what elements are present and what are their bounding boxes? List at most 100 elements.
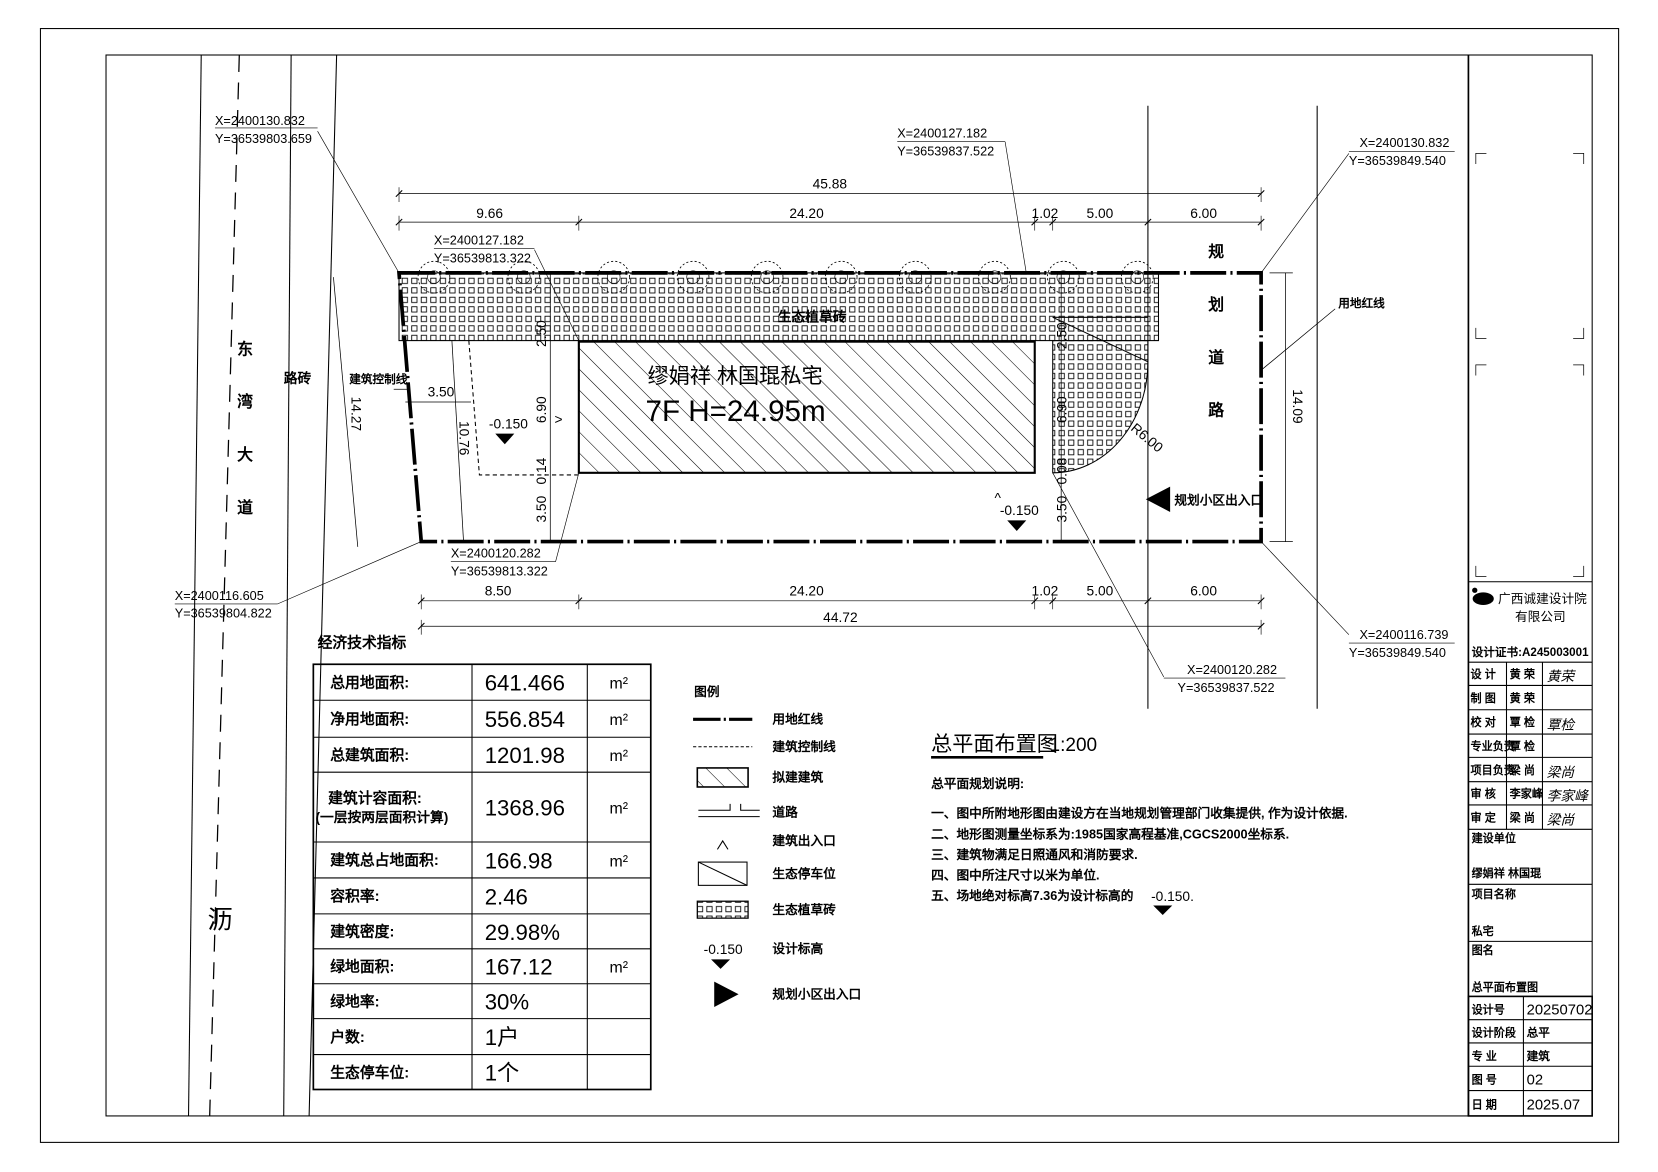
tree-icon	[1121, 260, 1154, 294]
indicator-value: 2.46	[485, 884, 528, 909]
dim-v: 6.90	[534, 396, 549, 423]
signature-name: 覃 检	[1510, 739, 1536, 753]
coordinate-x: X=2400120.282	[451, 546, 541, 560]
dim-bottom-seg: 6.00	[1190, 584, 1217, 599]
entrance-mark-left: >	[555, 412, 563, 427]
elevation-right: -0.150	[1000, 503, 1039, 518]
road-name-char: 路	[1208, 401, 1224, 420]
indicator-value: 1368.96	[485, 796, 565, 821]
dim-bottom-seg: 8.50	[485, 584, 512, 599]
indicator-label: 建筑密度:	[330, 923, 394, 941]
elevation-marker-icon	[1007, 520, 1027, 531]
dim-v: 0.08	[1054, 457, 1069, 484]
tree-icon	[597, 260, 631, 294]
tree-icon	[507, 260, 541, 294]
coordinate-x: X=2400127.182	[897, 127, 987, 141]
coordinate-y: Y=36539804.822	[175, 607, 272, 621]
indicator-value: 166.98	[485, 848, 553, 873]
field-label: 专 业	[1472, 1049, 1497, 1063]
tree-row	[417, 260, 1154, 294]
project-label: 项目名称	[1472, 887, 1516, 901]
road-side-label: 路砖	[284, 370, 312, 386]
dim-bottom-seg: 1.02	[1032, 584, 1059, 599]
road-name-char: 大	[237, 445, 253, 464]
title-field: 设计阶段总平	[1472, 1026, 1551, 1040]
indicator-value: 556.854	[485, 707, 565, 732]
indicator-unit: m²	[610, 853, 628, 870]
handwritten-signature: 李家峰	[1547, 789, 1590, 804]
parking-icon	[697, 861, 748, 886]
dim-bottom-seg: 5.00	[1087, 584, 1114, 599]
signature-row: 审 定梁 尚梁尚	[1471, 810, 1576, 827]
coordinate-x: X=2400116.605	[175, 589, 264, 603]
leader-line	[555, 472, 580, 562]
dim-bottom-total: 44.72	[823, 610, 857, 625]
road-surface-label: 沥	[208, 907, 233, 935]
elevation-left: -0.150	[489, 416, 528, 431]
handwritten-signature: 梁尚	[1547, 813, 1576, 828]
table-row: 绿地率:30%	[330, 990, 529, 1015]
leader-line	[1052, 472, 1165, 678]
dim-top-total: 45.88	[813, 176, 848, 191]
redline-label: 用地红线	[1338, 296, 1385, 310]
coordinate-y: Y=36539849.540	[1349, 646, 1446, 660]
legend-label: 建筑控制线	[772, 739, 836, 754]
legend-label: 规划小区出入口	[772, 987, 861, 1002]
handwritten-signature: 覃检	[1547, 717, 1577, 732]
table-border	[312, 663, 652, 1091]
legend-item: 建筑出入口	[716, 833, 836, 850]
legend-title: 图例	[694, 684, 719, 699]
leader-line	[1004, 141, 1027, 273]
project-value: 私宅	[1471, 924, 1494, 938]
drawing-title: 总平面布置图	[931, 732, 1058, 756]
signature-name: 黄 荣	[1510, 667, 1536, 681]
dimension-lines	[333, 187, 1293, 635]
signature-role: 审 定	[1471, 810, 1497, 824]
outer-border	[39, 28, 1620, 1143]
field-value: 2025.07	[1527, 1098, 1581, 1114]
legend-item: 规划小区出入口	[714, 981, 861, 1007]
handwritten-signature: 梁尚	[1547, 765, 1576, 780]
dim-top-seg: 6.00	[1190, 206, 1217, 221]
tree-icon	[676, 260, 710, 294]
legend-label: 拟建建筑	[772, 770, 823, 785]
legend-item: 生态植草砖	[696, 900, 836, 919]
dim-v: 3.50	[1054, 495, 1069, 522]
signature-role: 项目负责	[1471, 763, 1515, 777]
drawing-scale: 1:200	[1050, 735, 1098, 756]
leader-line	[1260, 153, 1350, 274]
field-label: 图 号	[1472, 1074, 1497, 1087]
radius-label: R6.00	[1128, 420, 1166, 455]
signature-name: 覃 检	[1510, 715, 1536, 729]
coordinate-y: Y=36539813.322	[434, 251, 531, 265]
coordinate-x: X=2400116.739	[1359, 628, 1448, 642]
indicator-value: 1个	[485, 1061, 520, 1086]
legend-item: 拟建建筑	[696, 767, 823, 788]
dim-right-total: 14.09	[1290, 389, 1305, 423]
grass-brick-label: 生态植草砖	[778, 309, 847, 325]
client-value: 缪娟祥 林国琨	[1472, 866, 1542, 880]
signature-role: 校 对	[1471, 715, 1496, 729]
site-redline	[397, 271, 1263, 544]
tree-icon	[1047, 260, 1080, 294]
legend-label: 用地红线	[771, 712, 823, 727]
proposed-building	[577, 340, 1036, 474]
coordinate-y: Y=36539849.540	[1349, 154, 1446, 168]
field-value: 20250702	[1527, 1002, 1593, 1018]
indicator-value: 1201.98	[485, 743, 565, 768]
tree-icon	[417, 260, 451, 294]
road-name-char: 划	[1208, 295, 1224, 314]
parking-space-diagonal	[1052, 316, 1149, 363]
elevation-icon	[711, 959, 731, 969]
note-line: 二、地形图测量坐标系为:1985国家高程基准,CGCS2000坐标系.	[931, 826, 1289, 841]
notes-list: 一、图中所附地形图由建设方在当地规划管理部门收集提供, 作为设计依据.二、地形图…	[931, 806, 1348, 904]
company-name: 广西诚建设计院	[1498, 592, 1587, 606]
indicator-label: 建筑计容面积:	[328, 789, 422, 807]
